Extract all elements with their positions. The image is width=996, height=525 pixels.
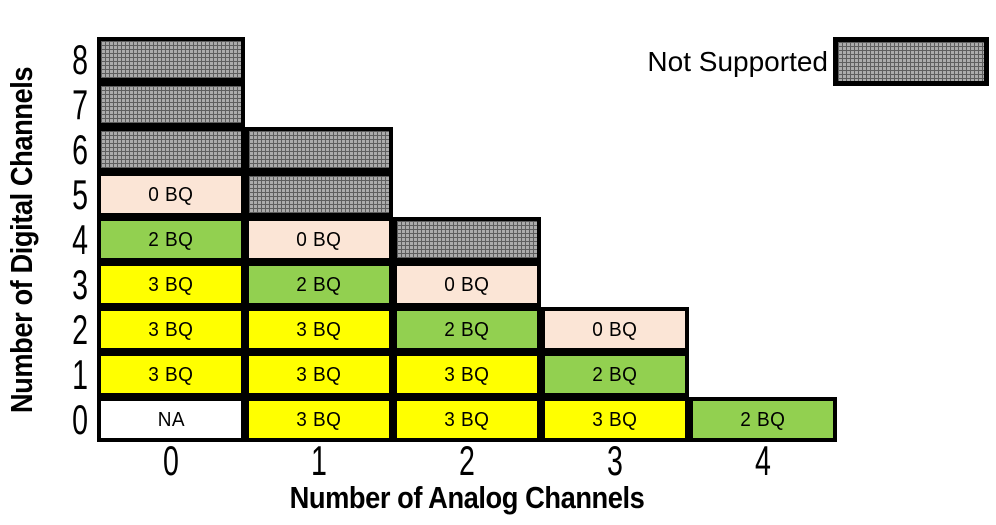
y-tick-label: 8 [72, 36, 88, 83]
grid-cell: 0 BQ [541, 307, 689, 352]
cell-value: 0 BQ [592, 318, 638, 341]
grid-cell: 3 BQ [541, 397, 689, 442]
x-axis-title: Number of Analog Channels [289, 480, 645, 515]
y-tick-label: 0 [72, 396, 88, 443]
cell-value: 0 BQ [444, 273, 490, 296]
y-tick-label: 1 [72, 351, 88, 398]
grid-cell [245, 127, 393, 172]
grid-cell: 0 BQ [393, 262, 541, 307]
cell-value: NA [157, 408, 185, 431]
cell-value: 2 BQ [296, 273, 342, 296]
y-axis-title: Number of Digital Channels [4, 66, 39, 414]
cell-value: 3 BQ [296, 408, 342, 431]
grid-cell: 3 BQ [245, 352, 393, 397]
grid-cell: 2 BQ [97, 217, 245, 262]
grid-cell: 3 BQ [393, 397, 541, 442]
y-tick-label: 6 [72, 126, 88, 173]
cell-value: 0 BQ [296, 228, 342, 251]
cell-value: 3 BQ [148, 273, 194, 296]
x-tick-label: 2 [459, 437, 475, 484]
grid-cell: 2 BQ [689, 397, 837, 442]
cell-value: 3 BQ [148, 363, 194, 386]
legend-label: Not Supported [647, 46, 828, 77]
grid-cell: 2 BQ [393, 307, 541, 352]
legend-not-supported-swatch [833, 37, 989, 86]
grid-cell: 3 BQ [393, 352, 541, 397]
grid-cell: 0 BQ [97, 172, 245, 217]
cell-value: 3 BQ [296, 318, 342, 341]
grid-cell: 3 BQ [97, 307, 245, 352]
plot-area: 0 BQ 2 BQ 3 BQ 3 BQ 3 BQ NA 0 BQ 2 BQ 3 BQ 3 BQ 3 … [97, 37, 837, 442]
grid-cell: 3 BQ [97, 262, 245, 307]
grid-cell: 2 BQ [541, 352, 689, 397]
grid-cell [97, 37, 245, 82]
x-tick-label: 3 [607, 437, 623, 484]
y-tick-label: 4 [72, 216, 88, 263]
cell-value: 3 BQ [444, 363, 490, 386]
grid-cell: 2 BQ [245, 262, 393, 307]
grid-cell: 3 BQ [245, 397, 393, 442]
cell-value: 3 BQ [592, 408, 638, 431]
cell-value: 2 BQ [592, 363, 638, 386]
cell-value: 2 BQ [740, 408, 786, 431]
cell-value: 2 BQ [444, 318, 490, 341]
y-tick-label: 5 [72, 171, 88, 218]
y-tick-label: 3 [72, 261, 88, 308]
grid-cell: NA [97, 397, 245, 442]
cell-value: 3 BQ [296, 363, 342, 386]
cell-value: 2 BQ [148, 228, 194, 251]
grid-cell [97, 127, 245, 172]
cell-value: 3 BQ [148, 318, 194, 341]
x-tick-label: 0 [163, 437, 179, 484]
x-tick-label: 4 [755, 437, 771, 484]
grid-cell: 3 BQ [245, 307, 393, 352]
y-tick-label: 2 [72, 306, 88, 353]
grid-cell: 0 BQ [245, 217, 393, 262]
grid-cell [393, 217, 541, 262]
grid-cell [97, 82, 245, 127]
cell-value: 0 BQ [148, 183, 194, 206]
grid-cell: 3 BQ [97, 352, 245, 397]
x-tick-label: 1 [311, 437, 327, 484]
y-tick-label: 7 [72, 81, 88, 128]
grid-cell [245, 172, 393, 217]
cell-value: 3 BQ [444, 408, 490, 431]
